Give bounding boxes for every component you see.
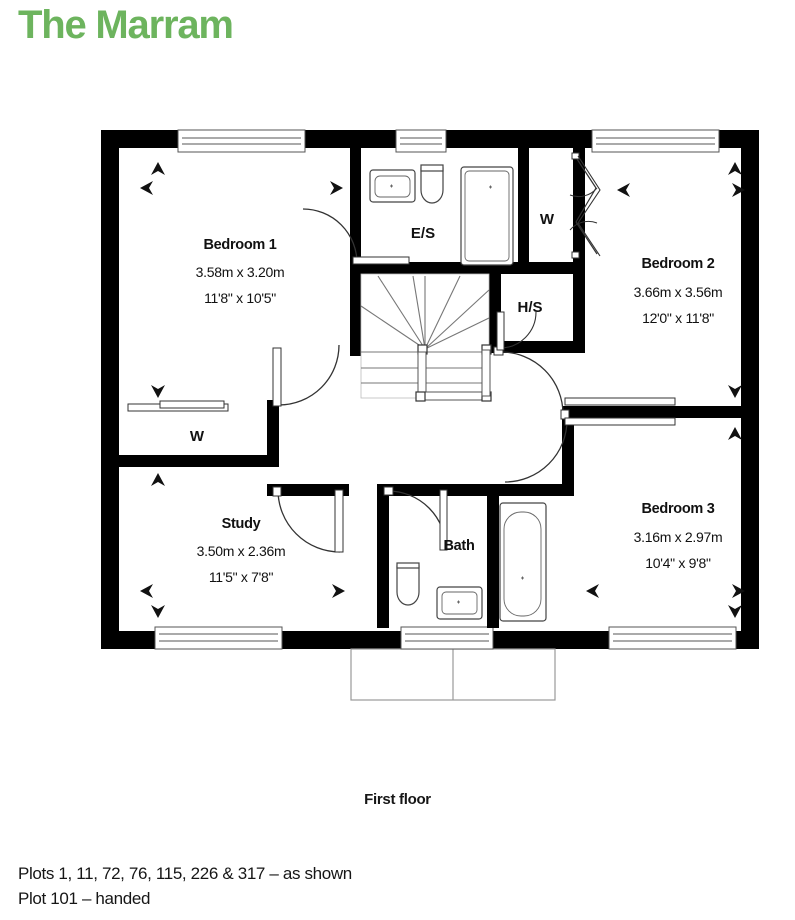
plot-note-line-2: Plot 101 – handed: [18, 888, 151, 908]
room-label-bedroom-3: Bedroom 3 3.16m x 2.97m 10'4" x 9'8": [634, 501, 723, 571]
window-study: [154, 626, 283, 650]
room-label-wardrobe-landing: W: [190, 428, 205, 445]
arrow-up: [728, 427, 742, 440]
door-landing-opening: [564, 397, 676, 426]
room-label-bedroom-1: Bedroom 1 3.58m x 3.20m 11'8" x 10'5": [196, 237, 285, 306]
room-name: Bedroom 1: [203, 237, 276, 253]
door-bedroom-3: [504, 409, 570, 483]
wc-en-suite: [420, 164, 444, 204]
arrow-down: [728, 385, 742, 398]
floorplan-drawing: Bedroom 1 3.58m x 3.20m 11'8" x 10'5" Be…: [101, 129, 759, 701]
door-bedroom-2: [493, 346, 564, 415]
plot-note-line-1: Plots 1, 11, 72, 76, 115, 226 & 317 – as…: [18, 864, 352, 883]
window-en-suite: [395, 129, 447, 153]
door-bath: [383, 486, 448, 551]
arrow-up: [151, 473, 165, 486]
arrow-left: [140, 584, 153, 598]
arrow-up: [728, 162, 742, 175]
arrow-down: [728, 605, 742, 618]
internal-walls: [119, 148, 750, 628]
arrow-right: [330, 181, 343, 195]
room-dimension-metric: 3.58m x 3.20m: [196, 264, 285, 280]
room-label-bathroom: Bath: [443, 538, 474, 554]
room-dimension-imperial: 11'8" x 10'5": [204, 290, 276, 306]
fixtures: [369, 164, 547, 622]
room-label-en-suite: E/S: [411, 225, 435, 242]
door-hot-store: [496, 311, 537, 351]
door-en-suite: [302, 208, 410, 265]
room-dimension-imperial: 12'0" x 11'8": [642, 310, 714, 326]
room-dimension-imperial: 10'4" x 9'8": [645, 555, 711, 571]
staircase: [360, 273, 492, 402]
door-wardrobe-bedroom-2: [569, 152, 601, 259]
arrow-down: [151, 605, 165, 618]
room-label-bedroom-2: Bedroom 2 3.66m x 3.56m 12'0" x 11'8": [634, 256, 723, 326]
room-dimension-metric: 3.50m x 2.36m: [197, 543, 286, 559]
room-labels: Bedroom 1 3.58m x 3.20m 11'8" x 10'5" Be…: [190, 211, 723, 585]
floor-label: First floor: [364, 791, 431, 808]
room-label-wardrobe-bedroom-2: W: [540, 211, 555, 228]
basin-en-suite: [369, 169, 416, 203]
room-name: Bedroom 3: [641, 501, 714, 517]
arrow-left: [586, 584, 599, 598]
arrow-right: [332, 584, 345, 598]
room-name: Study: [222, 516, 261, 532]
arrow-up: [151, 162, 165, 175]
wc-bathroom: [396, 562, 420, 606]
bathtub: [499, 502, 547, 622]
room-dimension-metric: 3.66m x 3.56m: [634, 284, 723, 300]
arrow-down: [151, 385, 165, 398]
door-bedroom-1: [272, 344, 340, 407]
room-dimension-imperial: 11'5" x 7'8": [209, 569, 274, 585]
doors: [127, 152, 676, 553]
windows: [154, 129, 737, 650]
window-bedroom-3: [608, 626, 737, 650]
porch-canopy: [350, 648, 556, 701]
room-name: Bedroom 2: [641, 256, 714, 272]
room-dimension-metric: 3.16m x 2.97m: [634, 529, 723, 545]
door-wardrobe-landing: [127, 400, 229, 412]
arrow-left: [617, 183, 630, 197]
door-study: [272, 486, 344, 553]
room-label-hot-water-store: H/S: [517, 299, 542, 316]
window-bedroom-1: [177, 129, 306, 153]
room-label-study: Study 3.50m x 2.36m 11'5" x 7'8": [197, 516, 286, 585]
window-bedroom-2: [591, 129, 720, 153]
page-title: The Marram: [18, 3, 234, 47]
basin-bathroom: [436, 586, 483, 620]
plot-notes: Plots 1, 11, 72, 76, 115, 226 & 317 – as…: [18, 862, 352, 911]
arrow-left: [140, 181, 153, 195]
shower-en-suite: [460, 166, 514, 266]
window-bath: [400, 626, 494, 650]
